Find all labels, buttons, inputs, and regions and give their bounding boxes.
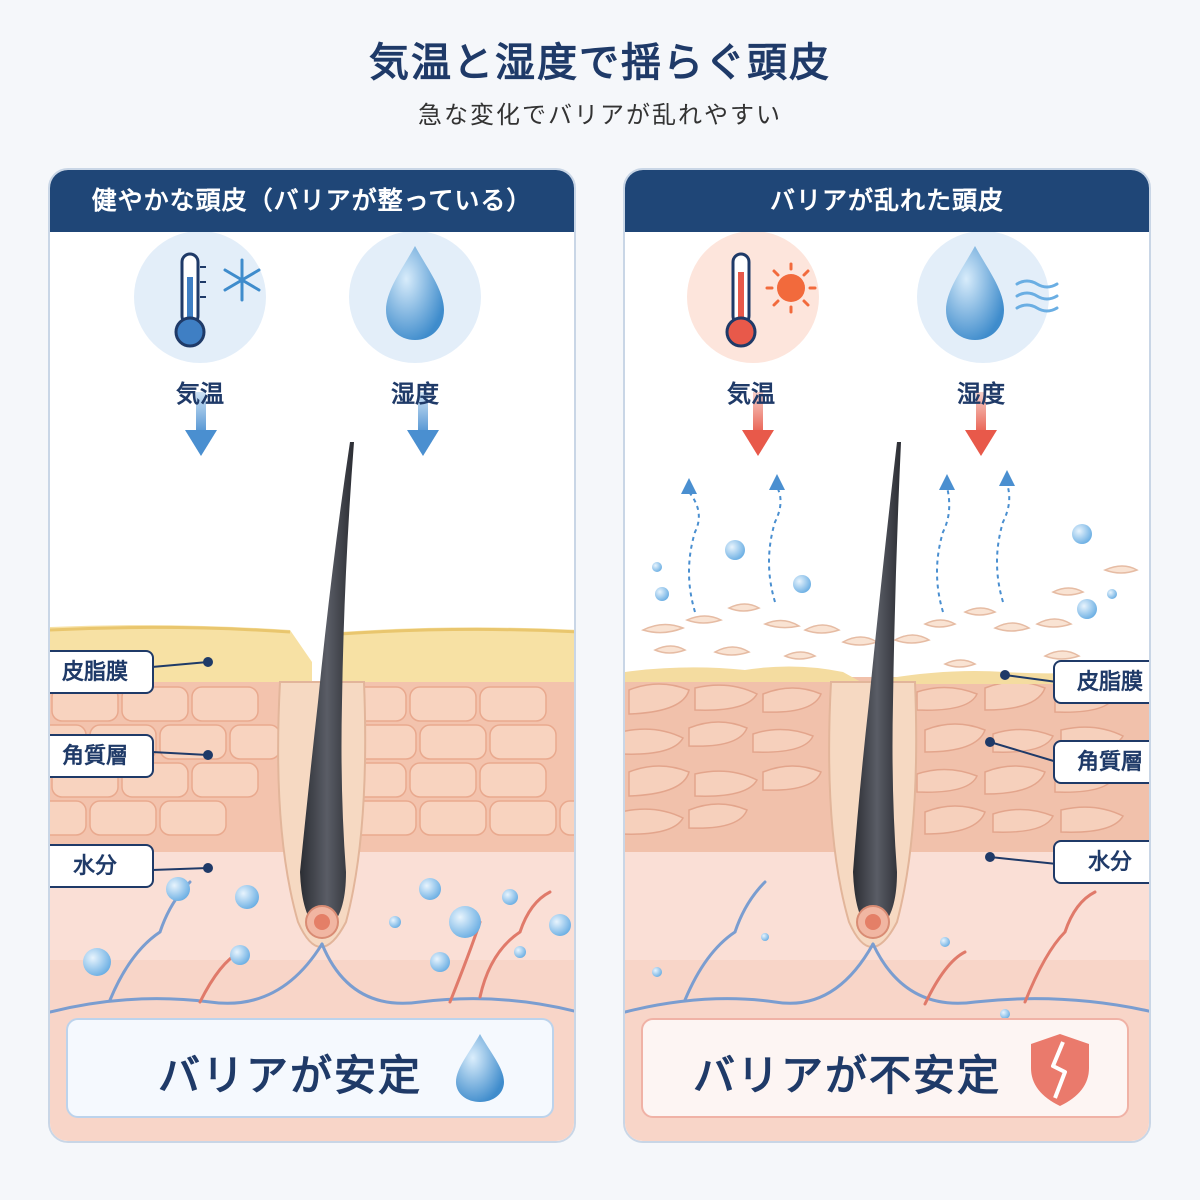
- water-drop-icon: [456, 1034, 504, 1102]
- disrupted-moisture-callout: 水分: [1053, 840, 1149, 884]
- healthy-result-text: バリアが安定: [158, 1051, 423, 1100]
- water-drop-wind-icon: [917, 232, 1059, 363]
- disrupted-result-box: バリアが不安定: [641, 1018, 1129, 1118]
- humidity-down-arrow: [965, 392, 997, 456]
- healthy-scalp-panel: 健やかな頭皮（バリアが整っている）: [48, 168, 576, 1143]
- disrupted-panel-header: バリアが乱れた頭皮: [625, 170, 1149, 232]
- temperature-down-arrow: [742, 392, 774, 456]
- healthy-panel-header: 健やかな頭皮（バリアが整っている）: [50, 170, 574, 232]
- disrupted-temperature-label: 気温: [727, 380, 775, 408]
- disrupted-stratum-callout: 角質層: [1053, 740, 1149, 784]
- healthy-stratum-callout: 角質層: [50, 734, 154, 778]
- healthy-result-box: バリアが安定: [66, 1018, 554, 1118]
- humidity-drop-icon: [349, 232, 481, 363]
- thermometer-hot-sun-icon: [687, 232, 819, 363]
- disrupted-result-text: バリアが不安定: [693, 1051, 1002, 1100]
- page-title: 気温と湿度で揺らぐ頭皮: [369, 40, 831, 86]
- healthy-humidity-label: 湿度: [391, 380, 439, 408]
- healthy-temperature-label: 気温: [176, 380, 224, 408]
- disrupted-scalp-panel: バリアが乱れた頭皮: [623, 168, 1151, 1143]
- cracked-shield-icon: [1031, 1034, 1089, 1106]
- page-subtitle: 急な変化でバリアが乱れやすい: [418, 101, 782, 129]
- thermometer-cold-snowflake-icon: [134, 232, 266, 363]
- disrupted-humidity-label: 湿度: [957, 380, 1005, 408]
- healthy-sebum-callout: 皮脂膜: [50, 650, 154, 694]
- temperature-down-arrow: [185, 392, 217, 456]
- humidity-down-arrow: [407, 392, 439, 456]
- disrupted-sebum-callout: 皮脂膜: [1053, 660, 1149, 704]
- healthy-moisture-callout: 水分: [50, 844, 154, 888]
